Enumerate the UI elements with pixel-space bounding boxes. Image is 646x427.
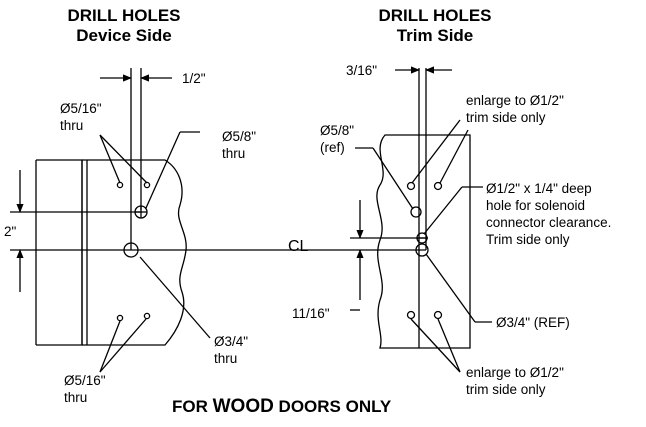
device-side-door-edge: [35, 159, 88, 346]
device-hole-5-16-bot-left: [116, 314, 124, 322]
device-label-5-16-top: Ø5/16" thru: [60, 100, 102, 134]
trim-label-enlarge-top-line1: enlarge to Ø1/2": [466, 93, 564, 108]
device-label-5-8: Ø5/8" thru: [222, 128, 256, 162]
trim-hole-top-right: [433, 181, 443, 191]
trim-label-solenoid-line3: connector clearance.: [486, 215, 612, 230]
trim-side-breakout: [376, 134, 471, 349]
footer-suffix: DOORS ONLY: [273, 397, 392, 416]
trim-hole-5-8-ref: [410, 206, 422, 218]
trim-label-solenoid-line4: Trim side only: [486, 232, 570, 247]
device-side-title: DRILL HOLES Device Side: [44, 6, 204, 46]
device-label-5-16-bot-line2: thru: [64, 390, 88, 405]
device-side-title-line2: Device Side: [76, 26, 172, 45]
trim-dim-top: 3/16": [346, 63, 378, 78]
device-label-5-16-bot-line1: Ø5/16": [64, 373, 106, 388]
trim-label-enlarge-bot: enlarge to Ø1/2" trim side only: [466, 364, 564, 398]
trim-hole-bot-left: [406, 310, 416, 320]
device-label-5-8-line1: Ø5/8": [222, 129, 257, 144]
footer-note: FOR WOOD DOORS ONLY: [172, 396, 391, 418]
device-side-breakout: [82, 159, 187, 346]
device-hole-5-16-top-right: [143, 181, 151, 189]
trim-side-title-line1: DRILL HOLES: [378, 6, 492, 25]
device-dim-top: 1/2": [182, 71, 206, 86]
device-label-5-16-bot: Ø5/16" thru: [64, 372, 106, 406]
device-hole-5-16-top-left: [116, 181, 124, 189]
device-label-3-4-line2: thru: [214, 351, 238, 366]
trim-label-5-8-line1: Ø5/8": [320, 123, 355, 138]
trim-label-enlarge-bot-line1: enlarge to Ø1/2": [466, 365, 564, 380]
device-label-5-16-top-line2: thru: [60, 118, 84, 133]
device-label-5-16-top-line1: Ø5/16": [60, 101, 102, 116]
trim-hole-bot-right: [433, 310, 443, 320]
trim-label-solenoid-line2: hole for solenoid: [486, 198, 586, 213]
trim-side-title-line2: Trim Side: [396, 26, 474, 45]
trim-label-3-4-ref: Ø3/4" (REF): [496, 315, 570, 330]
device-label-3-4-line1: Ø3/4": [214, 334, 249, 349]
device-dim-left: 2": [4, 224, 17, 239]
trim-dim-left: 11/16": [292, 306, 330, 321]
device-label-3-4: Ø3/4" thru: [214, 333, 248, 367]
trim-label-enlarge-bot-line2: trim side only: [466, 382, 546, 397]
trim-hole-3-4-ref: [415, 243, 429, 257]
trim-label-enlarge-top: enlarge to Ø1/2" trim side only: [466, 92, 564, 126]
device-hole-5-16-bot-right: [143, 312, 151, 320]
trim-side-title: DRILL HOLES Trim Side: [355, 6, 515, 46]
footer-prefix: FOR: [172, 397, 213, 416]
device-side-title-line1: DRILL HOLES: [67, 6, 181, 25]
centerline-label: CL: [288, 238, 309, 255]
trim-label-solenoid-line1: Ø1/2" x 1/4" deep: [486, 181, 592, 196]
trim-hole-top-left: [406, 181, 416, 191]
trim-label-solenoid: Ø1/2" x 1/4" deep hole for solenoid conn…: [486, 180, 611, 248]
trim-label-5-8-ref: Ø5/8" (ref): [320, 122, 354, 156]
device-label-5-8-line2: thru: [222, 146, 246, 161]
trim-label-5-8-line2: (ref): [320, 140, 345, 155]
footer-emphasis: WOOD: [212, 396, 274, 417]
trim-label-enlarge-top-line2: trim side only: [466, 110, 546, 125]
